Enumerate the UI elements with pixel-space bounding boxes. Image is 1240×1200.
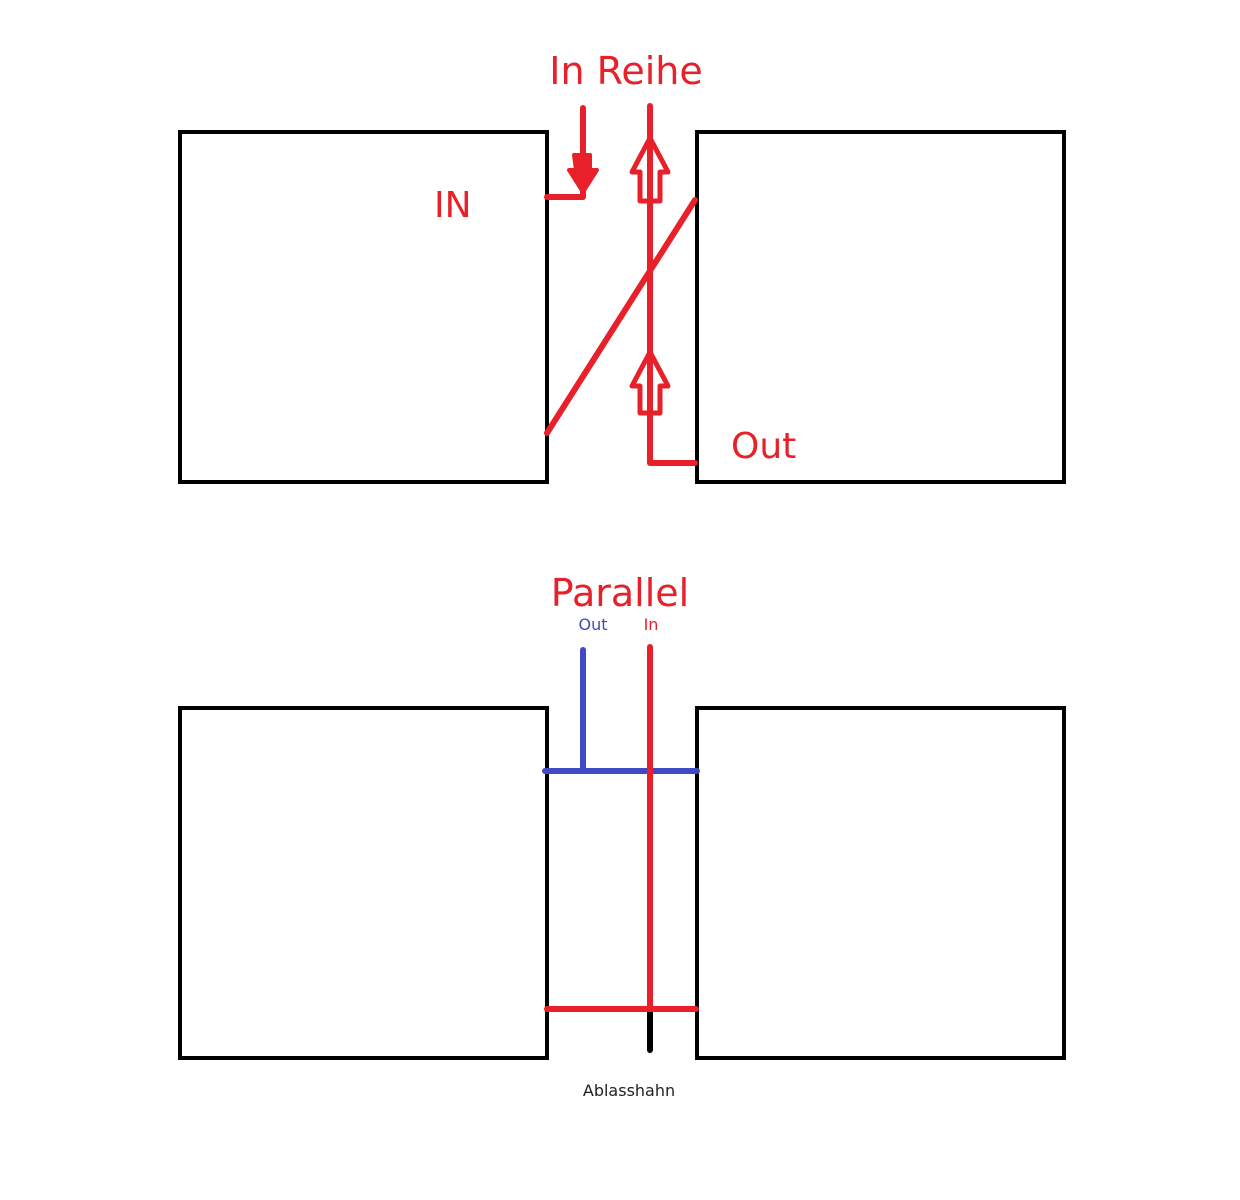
tank-right bbox=[695, 130, 1066, 484]
parallel-title: Parallel bbox=[551, 571, 689, 615]
parallel-out-label: Out bbox=[578, 615, 607, 634]
down-arrow-icon bbox=[567, 153, 599, 194]
in-label: IN bbox=[434, 185, 472, 226]
parallel-in-label: In bbox=[644, 615, 659, 634]
out-label: Out bbox=[731, 426, 796, 467]
series-title: In Reihe bbox=[549, 49, 702, 93]
parallel-diagram: Parallel Out In Ablasshahn bbox=[178, 571, 1066, 1100]
tank-right bbox=[695, 706, 1066, 1060]
up-arrow-icon bbox=[629, 135, 671, 204]
drain-label: Ablasshahn bbox=[583, 1081, 675, 1100]
inlet-pipe bbox=[544, 105, 586, 200]
up-arrow-icon bbox=[629, 349, 671, 416]
outlet-pipe bbox=[647, 103, 698, 466]
tank-left bbox=[178, 706, 549, 1060]
tank-left bbox=[178, 130, 549, 484]
series-diagram: In Reihe IN Out bbox=[178, 49, 1066, 484]
connecting-pipe bbox=[544, 197, 698, 436]
